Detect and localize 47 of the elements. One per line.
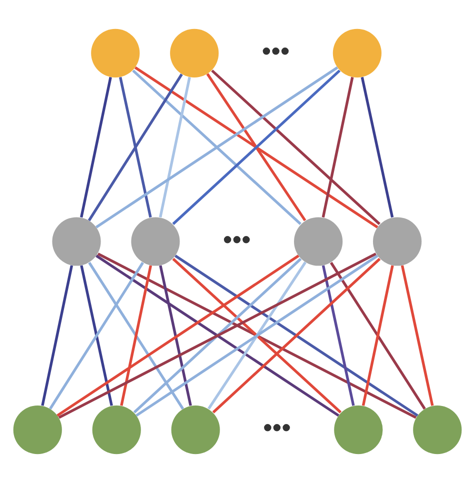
connector xyxy=(120,264,152,406)
node-circle xyxy=(52,216,101,266)
connector xyxy=(95,66,338,228)
connector xyxy=(158,76,191,218)
connector xyxy=(322,76,354,218)
connector xyxy=(212,257,381,413)
node-circle xyxy=(332,28,382,77)
connector xyxy=(172,69,341,224)
node-circle xyxy=(372,216,422,266)
connector xyxy=(134,66,378,228)
connector xyxy=(400,264,434,406)
connector xyxy=(41,264,74,406)
connector xyxy=(211,69,380,224)
connector xyxy=(97,252,417,418)
node-circle xyxy=(91,28,140,77)
connector xyxy=(330,261,426,410)
connector xyxy=(136,254,378,416)
connector xyxy=(172,257,342,413)
label: ••• xyxy=(262,35,290,66)
connector xyxy=(96,254,340,416)
label: ••• xyxy=(262,412,292,442)
connector xyxy=(80,264,113,406)
node-circle xyxy=(294,216,343,266)
connector xyxy=(56,254,300,416)
connector xyxy=(322,264,355,406)
connector xyxy=(119,76,152,218)
connector xyxy=(88,261,184,410)
label: ••• xyxy=(222,224,251,254)
connector xyxy=(88,73,183,221)
node-circle xyxy=(171,405,220,454)
connector xyxy=(80,76,112,218)
connector xyxy=(49,261,144,410)
connector xyxy=(159,264,192,406)
connector xyxy=(208,261,307,410)
connector xyxy=(360,76,394,218)
node-circle xyxy=(13,405,62,454)
connector xyxy=(362,264,394,406)
connector xyxy=(174,254,418,416)
connector xyxy=(58,252,376,418)
node-circle xyxy=(413,405,462,454)
connector xyxy=(206,72,306,221)
connector xyxy=(132,69,302,224)
node-circle xyxy=(334,405,383,454)
node-circle xyxy=(131,216,180,266)
node-circle xyxy=(92,405,141,454)
node-circle xyxy=(170,28,219,77)
connector xyxy=(133,257,302,413)
